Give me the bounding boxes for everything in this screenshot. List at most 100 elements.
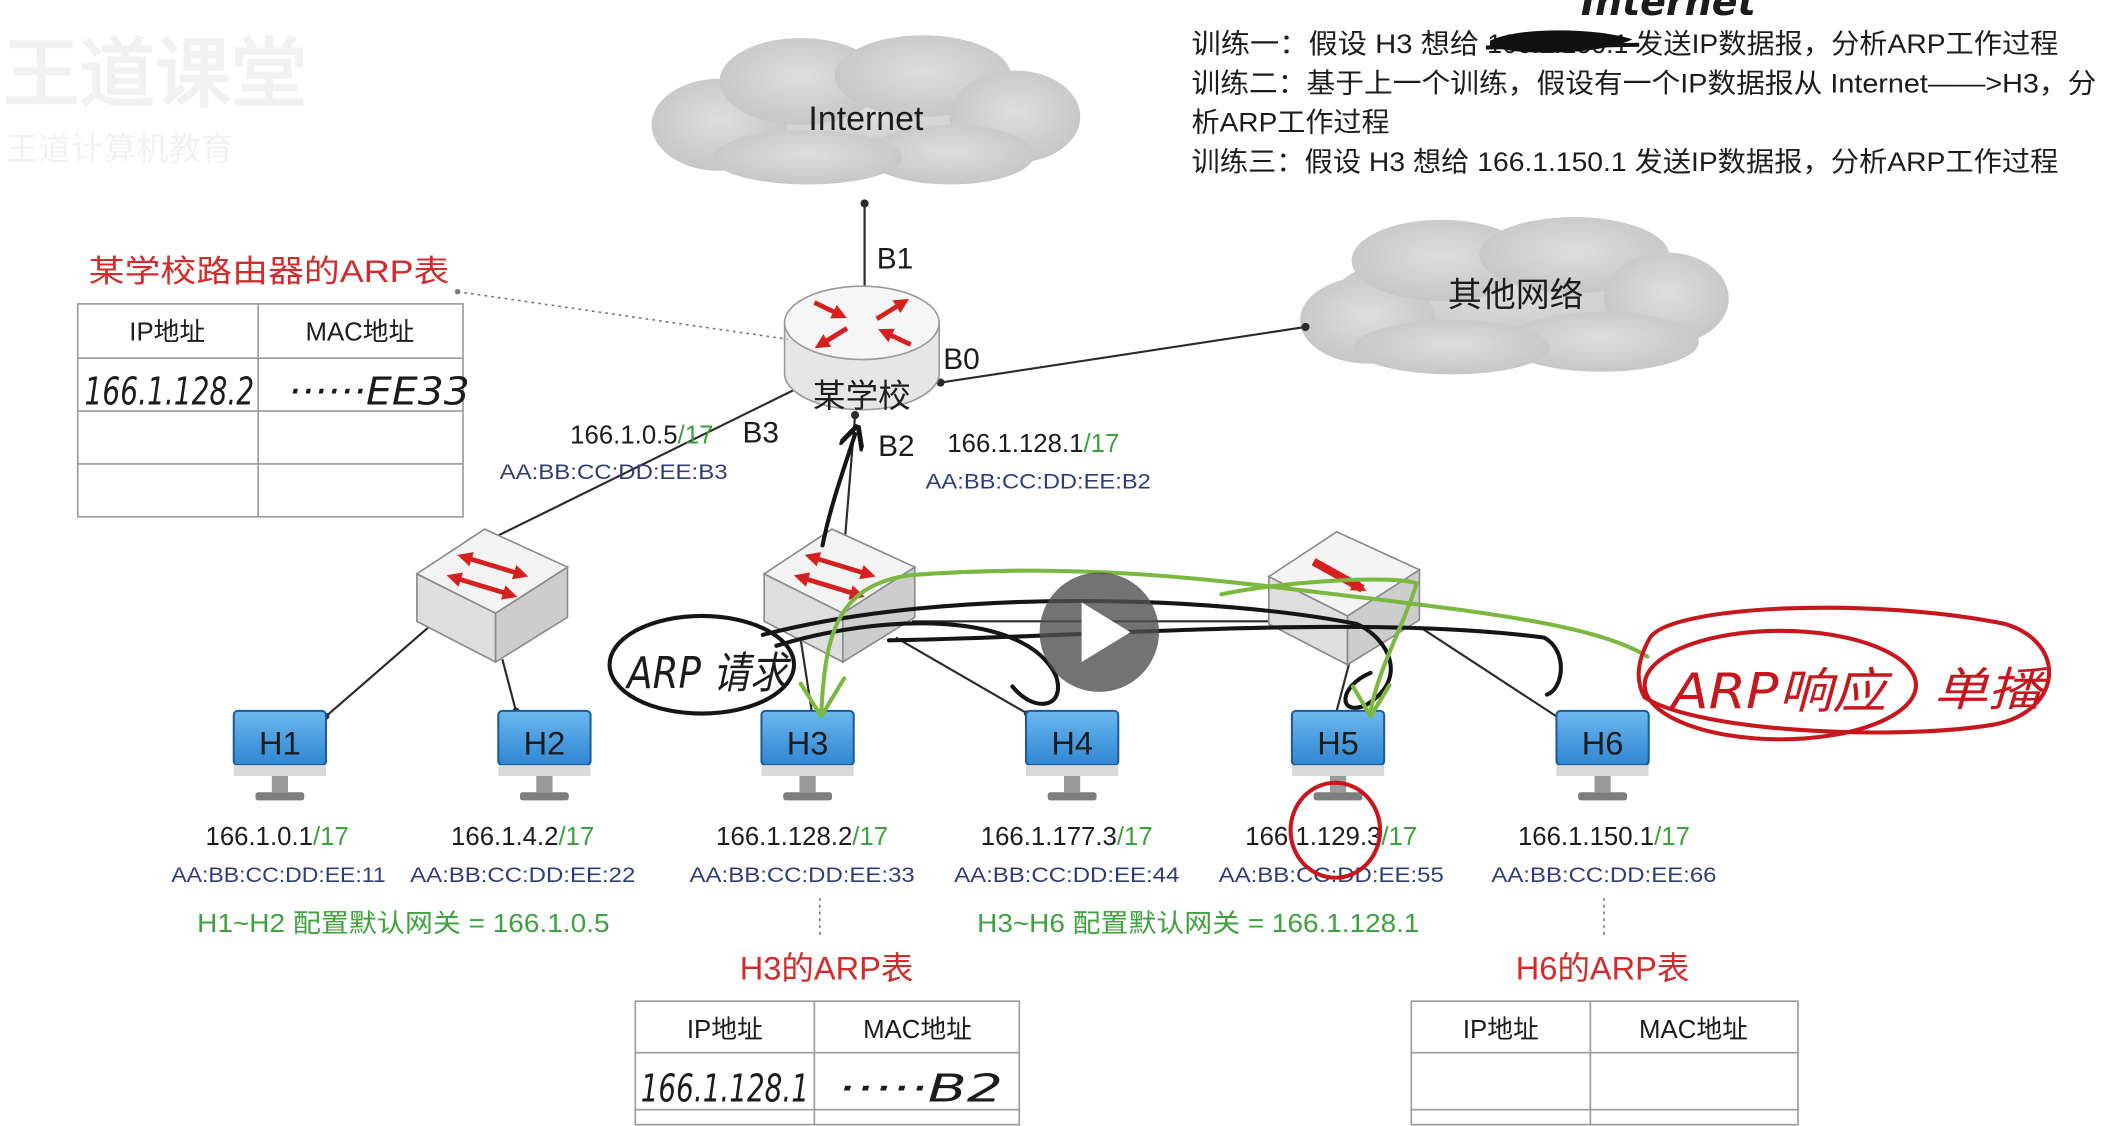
exercise-3: 训练三：假设 H3 想给 166.1.150.1 发送IP数据报，分析ARP工作… xyxy=(1192,146,2059,177)
watermark-logo: 王道课堂 王道计算机教育 xyxy=(3,32,307,167)
leader-dot xyxy=(454,288,461,295)
port-b3-ip: 166.1.0.5/17 xyxy=(570,422,713,450)
port-b0-label: B0 xyxy=(943,343,979,376)
port-b2-label: B2 xyxy=(878,430,914,463)
ink-green-stroke xyxy=(1219,577,1419,713)
table-cell-mac: ······EE33 xyxy=(288,369,470,413)
ip-prefix: /17 xyxy=(852,823,888,851)
switch-arrows-icon xyxy=(446,552,529,600)
column-header-ip: IP地址 xyxy=(1463,1015,1539,1044)
host-mac: AA:BB:CC:DD:EE:44 xyxy=(954,862,1179,887)
table-cell-ip: 166.1.128.2 xyxy=(85,369,255,413)
host-name: H1 xyxy=(259,725,301,761)
ip-address: 166.1.128.2 xyxy=(716,823,852,851)
arp-response-outer-loop xyxy=(1636,605,2052,735)
link-switch2-h4 xyxy=(895,636,1028,715)
ink-green-arrowhead xyxy=(798,676,847,719)
network-links xyxy=(322,199,1564,723)
switch-forward-arrow-icon xyxy=(1311,558,1367,593)
ip-address: 166.1.0.1 xyxy=(206,823,313,851)
exercise-2-line2: 析ARP工作过程 xyxy=(1192,107,1390,138)
host-ip: 166.1.128.2/17 xyxy=(716,823,888,851)
other-network-label: 其他网络 xyxy=(1448,277,1584,315)
arp-request-circle xyxy=(607,613,797,716)
exercise-1-suffix: 发送IP数据报，分析ARP工作过程 xyxy=(1635,28,2058,59)
table-cell-mac: ·····B2 xyxy=(837,1067,1003,1111)
exercise-2-line1: 训练二：基于上一个训练，假设有一个IP数据报从 Internet——>H3，分 xyxy=(1192,67,2097,98)
host-h1: H1 xyxy=(232,709,328,801)
port-dot xyxy=(851,411,860,420)
ink-green-arrowhead xyxy=(1350,683,1392,719)
watermark-line1: 王道课堂 xyxy=(3,32,307,117)
port-b3-mac: AA:BB:CC:DD:EE:B3 xyxy=(500,459,728,484)
h6-arp-table: H6的ARP表 IP地址 MAC地址 xyxy=(1410,950,1799,1126)
host-ip: 166.1.150.1/17 xyxy=(1518,823,1690,851)
router-arrows-icon xyxy=(813,298,912,349)
link-switch1-h2 xyxy=(501,659,517,712)
ip-address: 166.1.129.3 xyxy=(1245,823,1381,851)
host-ip: 166.1.177.3/17 xyxy=(981,823,1153,851)
switch-1 xyxy=(415,528,570,664)
host-name: H6 xyxy=(1582,725,1624,761)
port-b2-mac: AA:BB:CC:DD:EE:B2 xyxy=(926,468,1151,493)
column-header-mac: MAC地址 xyxy=(306,318,415,347)
host-ip: 166.1.4.2/17 xyxy=(451,823,594,851)
port-b3-prefix: /17 xyxy=(678,422,714,450)
table-cell-ip: 166.1.128.1 xyxy=(641,1067,809,1111)
column-header-ip: IP地址 xyxy=(687,1015,763,1044)
host-mac: AA:BB:CC:DD:EE:22 xyxy=(410,862,635,887)
router-table-leader xyxy=(457,290,788,340)
port-b1-label: B1 xyxy=(877,243,913,276)
port-b2-ip: 166.1.128.1/17 xyxy=(947,430,1119,458)
port-b2-prefix: /17 xyxy=(1083,430,1119,458)
port-b3-label: B3 xyxy=(742,416,778,449)
router-arp-table-title: 某学校路由器的ARP表 xyxy=(89,254,450,289)
router-name: 某学校 xyxy=(813,378,911,414)
host-h4: H4 xyxy=(1024,709,1120,801)
link-switch3-h6 xyxy=(1418,625,1562,720)
link-router-b3-switch1 xyxy=(461,384,805,555)
video-play-button[interactable] xyxy=(1039,572,1159,692)
column-header-mac: MAC地址 xyxy=(863,1015,972,1044)
unicast-label: 单播 xyxy=(1934,662,2048,716)
h5-ip-highlight-circle xyxy=(1288,780,1383,880)
ink-black-stroke xyxy=(886,624,1563,697)
exercise-1-prefix: 训练一：假设 H3 想给 xyxy=(1192,28,1480,59)
gateway-note-right: H3~H6 配置默认网关 = 166.1.128.1 xyxy=(977,909,1419,938)
host-h2: H2 xyxy=(497,709,592,801)
handwritten-internet-note: Internet xyxy=(1581,0,1758,24)
ink-arrow-to-router xyxy=(820,434,856,548)
host-name: H3 xyxy=(787,725,829,761)
internet-cloud-label: Internet xyxy=(808,100,924,138)
play-icon xyxy=(1081,602,1131,663)
h3-arp-table: H3的ARP表 IP地址 MAC地址 166.1.128.1 ·····B2 xyxy=(634,950,1021,1126)
host-mac: AA:BB:CC:DD:EE:11 xyxy=(171,862,385,887)
router-arp-table: 某学校路由器的ARP表 IP地址 MAC地址 166.1.128.2 ·····… xyxy=(76,254,470,518)
switch-arrows-icon xyxy=(793,552,876,600)
host-mac: AA:BB:CC:DD:EE:33 xyxy=(690,862,915,887)
arp-request-label: ARP 请求 xyxy=(625,649,792,699)
host-name: H4 xyxy=(1051,725,1093,761)
port-dot xyxy=(1301,322,1310,332)
column-header-mac: MAC地址 xyxy=(1639,1015,1748,1044)
host-h6: H6 xyxy=(1555,709,1650,801)
port-dot xyxy=(860,199,869,208)
ip-prefix: /17 xyxy=(1654,823,1690,851)
ip-address: 166.1.4.2 xyxy=(451,823,558,851)
h6-arp-table-title: H6的ARP表 xyxy=(1516,950,1690,986)
ip-prefix: /17 xyxy=(313,823,349,851)
ip-prefix: /17 xyxy=(1117,823,1153,851)
strike-line xyxy=(1485,42,1640,50)
ink-black-stroke xyxy=(760,598,1393,710)
host-h5: H5 xyxy=(1290,709,1386,801)
arp-response-circle xyxy=(1642,628,1918,742)
h3-arp-table-title: H3的ARP表 xyxy=(740,950,914,986)
other-network-cloud: 其他网络 xyxy=(1300,217,1729,375)
link-switch3-h5 xyxy=(1335,659,1352,712)
exercise-list: Internet 训练一：假设 H3 想给 166.1.150.1 发送IP数据… xyxy=(1192,0,2097,177)
host-addresses: 166.1.0.1/17 166.1.4.2/17 166.1.128.2/17… xyxy=(171,823,1716,887)
host-h3: H3 xyxy=(760,709,855,801)
ip-prefix: /17 xyxy=(1381,823,1417,851)
host-ip: 166.1.129.3/17 xyxy=(1245,823,1417,851)
switch-3 xyxy=(1267,530,1422,667)
